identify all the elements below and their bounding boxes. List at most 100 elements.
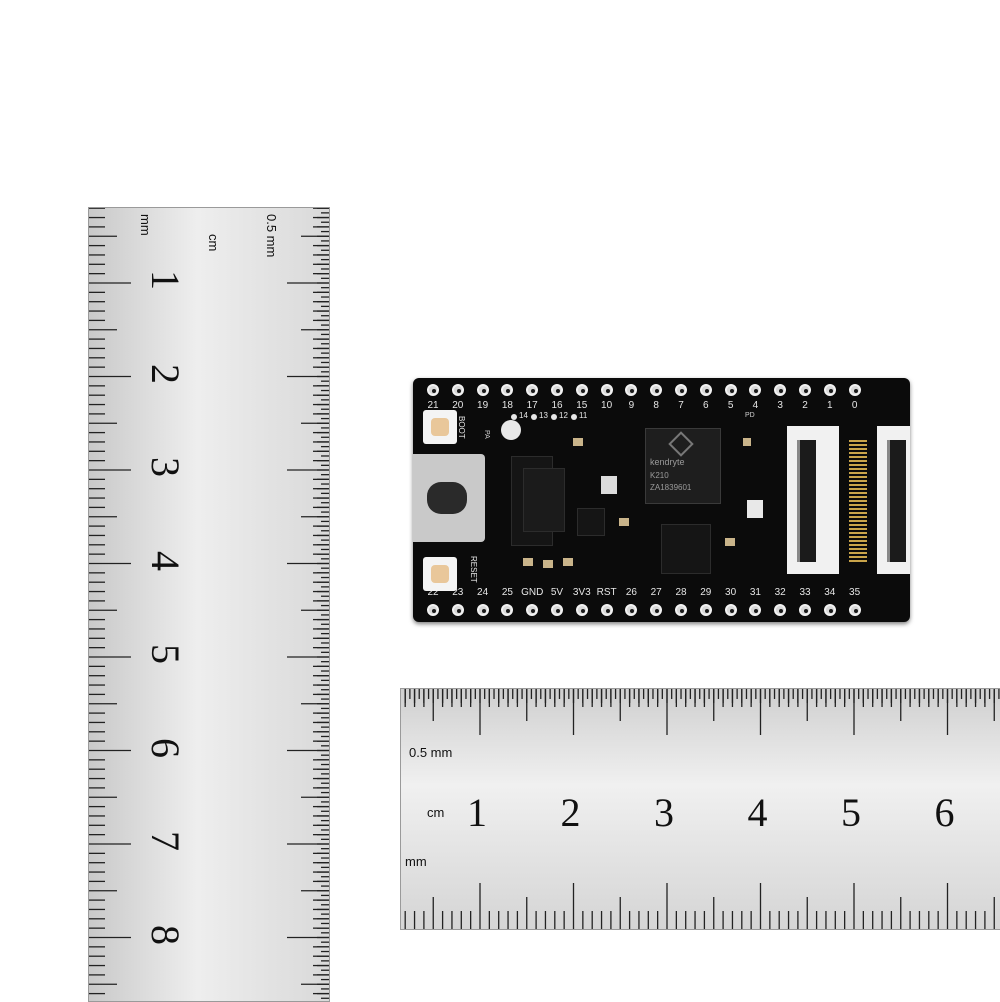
header-pin [848,384,861,396]
header-pin [675,604,687,616]
header-pin [823,604,836,616]
header-pin [600,384,613,396]
horizontal-ruler-mm-label: mm [405,854,427,869]
crystal [747,500,763,518]
pin-label: 28 [675,587,687,598]
fpc-contacts [849,440,867,562]
pin-label: 27 [650,587,662,598]
pin-label: 21 [427,400,439,411]
header-pin [501,384,514,396]
header-pin [749,604,762,616]
component [743,438,751,446]
pin-label: 0 [851,400,858,411]
pin-label: 8 [653,400,659,411]
chip-brand: kendryte [650,457,685,467]
pin-label: 33 [799,587,811,598]
component [543,560,553,568]
component [563,558,573,566]
pin-label: 9 [628,400,635,411]
header-pin [526,384,539,396]
header-pin [799,384,811,396]
horizontal-ruler-half-mm-label: 0.5 mm [409,745,453,760]
kendryte-logo-icon [668,431,694,457]
pin-label: 10 [601,400,613,411]
header-pin [699,604,712,616]
header-pin [625,384,638,396]
test-pad [551,414,557,420]
header-pin [650,384,663,396]
vertical-ruler-number: 1 [143,270,188,290]
component [601,476,617,494]
vertical-ruler-number: 7 [143,831,188,851]
vertical-ruler-number: 2 [143,363,188,384]
pin-label: 13 [539,411,548,420]
pin-label: 4 [752,400,759,411]
header-pin [823,384,836,396]
header-pin [427,604,439,616]
header-pin [799,604,811,616]
pin-label: 18 [501,400,513,411]
header-pin [774,384,787,396]
pin-label: 3 [777,400,783,411]
vertical-ruler-mm-label: mm [138,214,153,236]
header-pin [575,604,588,616]
pin-label: 12 [559,411,568,420]
horizontal-ruler-ticks [404,689,1000,929]
pin-label: 5 [727,400,734,411]
header-pin [451,384,464,396]
pin-label: GND [521,587,544,598]
boot-button[interactable] [423,410,457,444]
pin-label: 14 [519,411,528,420]
pin-label: 23 [452,587,464,598]
pin-label: 35 [849,587,861,598]
chip-model: K210 [650,471,669,480]
memory-chip [661,524,711,574]
header-pin [526,604,539,616]
vertical-ruler-number: 4 [143,550,188,571]
k210-chip: kendryte K210 ZA1839601 [645,428,721,504]
horizontal-ruler-number: 5 [841,790,861,835]
horizontal-ruler-cm-label: cm [427,805,445,820]
component [725,538,735,546]
pin-label: 7 [678,400,684,411]
horizontal-ruler-number: 2 [560,790,581,835]
header-pin [476,604,489,616]
header-pin [501,604,514,616]
reset-button[interactable] [423,557,457,591]
vertical-ruler-number: 6 [143,737,188,758]
pin-label: 16 [551,400,563,411]
pin-label: 3V3 [572,587,591,598]
pin-label: 19 [477,400,489,411]
pin-label: RST [596,587,617,598]
flash-chip [523,468,565,532]
header-pin [675,384,687,396]
header-pin [699,384,712,396]
horizontal-ruler-number: 6 [934,790,955,835]
test-pad [571,414,577,420]
header-pin [749,384,762,396]
test-pad [511,414,517,420]
pin-label: 22 [427,587,439,598]
vertical-ruler-cm-label: cm [206,234,221,252]
led [501,420,521,440]
pd-label: PD [745,412,755,419]
horizontal-ruler-number: 1 [467,790,487,835]
usb-c-connector [413,454,485,542]
reset-label: RESET [469,556,478,583]
vertical-ruler-number: 3 [143,457,188,477]
header-pin [724,604,737,616]
pin-label: 2 [802,400,808,411]
pin-label: 6 [703,400,709,411]
component [523,558,533,566]
vertical-ruler-number: 5 [143,644,188,664]
pin-label: 29 [700,587,712,598]
test-pad [531,414,537,420]
component [573,438,583,446]
vertical-ruler-ticks [89,208,329,999]
header-pin [451,604,464,616]
header-pin [625,604,638,616]
pin-label: 24 [477,587,489,598]
